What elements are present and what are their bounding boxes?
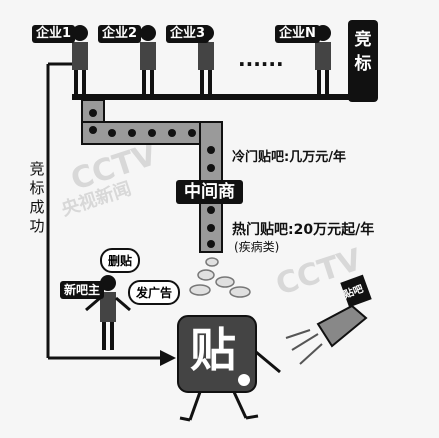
company-label-3: 企业3 [166,25,210,43]
middleman-label: 中间商 [176,180,243,204]
platform-bar [72,94,350,100]
hot-price-label: 热门贴吧:20万元起/年 [232,222,375,238]
bid-success-arrow [46,62,176,366]
ellipsis-dots: ······ [238,52,284,76]
hot-price-note: (疾病类) [234,240,280,254]
post-character-glyph: 贴 [190,323,236,377]
company-label-2: 企业2 [98,25,142,43]
company-figure-2 [140,25,156,94]
new-owner-label: 新吧主 [60,281,105,299]
cold-price-label: 冷门贴吧:几万元/年 [232,150,346,165]
tieba-flying-figure [285,274,372,365]
bid-label-text: 竞标 [354,30,372,74]
post-ad-bubble: 发广告 [128,280,181,305]
money-drops [189,257,251,298]
company-label-1: 企业1 [32,25,76,43]
delete-post-bubble: 删贴 [100,248,141,273]
pipe [81,99,223,253]
company-label-n: 企业N [275,25,320,43]
bid-label: 竞标 [348,20,378,102]
bid-success-label: 竞标成功 [29,160,45,235]
company-figure-1 [72,25,88,94]
post-character [177,315,281,422]
